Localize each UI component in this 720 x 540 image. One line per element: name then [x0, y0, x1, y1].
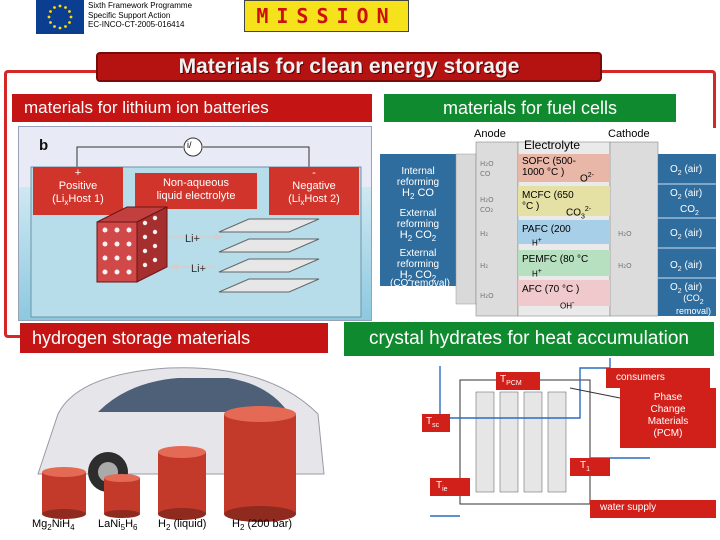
positive-formula: (LixHost 1) [52, 193, 104, 208]
mcfc-ion: CO32- [566, 206, 592, 221]
pafc-label: PAFC (200 [522, 224, 571, 235]
positive-host-crystal [96, 206, 168, 283]
lithium-battery-diagram: b i/ + Positive (LixHost 1) Non-aqueous … [18, 126, 372, 321]
tank-lani5h6 [104, 474, 140, 518]
phase-change-materials-label: Phase Change Materials (PCM) [647, 392, 689, 439]
pcm-graphic [422, 358, 716, 518]
section-fuel-cells: materials for fuel cells [384, 94, 676, 122]
svg-text:H₂: H₂ [480, 230, 488, 238]
cathode-label: Cathode [608, 128, 650, 140]
svg-text:H₂O: H₂O [480, 160, 494, 168]
negative-electrode-label: - Negative (LixHost 2) [269, 167, 359, 209]
afc-air: O2 (air) [670, 282, 703, 295]
section-crystal-hydrates: crystal hydrates for heat accumulation [344, 322, 714, 356]
programme-info: Sixth Framework Programme Specific Suppo… [88, 1, 192, 30]
programme-line-1: Sixth Framework Programme [88, 1, 193, 10]
co-removal-label: (CO removal) [389, 278, 450, 289]
electrolyte-label: Non-aqueous liquid electrolyte [135, 177, 257, 203]
pemfc-ion: H+ [532, 268, 542, 279]
h2-fuel-label: H2 [410, 300, 423, 315]
right-frame-line [596, 70, 716, 140]
car-tanks-graphic [37, 367, 325, 522]
svg-text:CO: CO [480, 170, 491, 178]
mcfc-co2: CO2 [680, 204, 699, 217]
positive-electrode-label: + Positive (LixHost 1) [33, 167, 123, 209]
pemfc-label: PEMFC (80 °C [522, 254, 589, 265]
label-h2-200bar: H2 (200 bar) [232, 518, 293, 533]
svg-text:H₂O: H₂O [480, 196, 494, 204]
pafc-ion: H+ [532, 237, 542, 248]
t-ie-label: Tie [436, 480, 448, 493]
sofc-air: O2 (air) [670, 164, 703, 177]
page-title: Materials for clean energy storage [178, 55, 520, 78]
positive-sign: + [74, 167, 82, 179]
label-lani5h6: LaNi5H6 [98, 518, 138, 533]
sofc-ion: O2- [580, 172, 595, 185]
internal-reforming-label: Internal reforming H2 CO [396, 166, 440, 202]
programme-line-3: EC-INCO-CT-2005-016414 [88, 20, 185, 29]
svg-text:CO₂: CO₂ [480, 206, 493, 214]
afc-ion: OH- [560, 300, 575, 311]
programme-line-2: Specific Support Action [88, 10, 171, 20]
sofc-label: SOFC (500-1000 °C ) [522, 156, 576, 178]
negative-sign: - [312, 167, 316, 179]
li-ion-label-top: Li+ [185, 233, 200, 245]
afc-label: AFC (70 °C ) [522, 284, 580, 295]
mcfc-label: MCFC (650°C ) [522, 190, 574, 212]
anode-label: Anode [474, 128, 506, 140]
svg-text:H₂: H₂ [480, 262, 488, 270]
main-title-box: Materials for clean energy storage [96, 52, 602, 82]
hydrogen-storage-illustration: Mg2NiH4 LaNi5H6 H2 (liquid) H2 (200 bar) [18, 354, 330, 536]
electrolyte-line-2: liquid electrolyte [156, 190, 236, 202]
pafc-air: O2 (air) [670, 228, 703, 241]
meter-label: i/ [187, 140, 192, 150]
tank-mg2nih4 [42, 467, 86, 519]
li-ion-label-bottom: Li+ [191, 263, 206, 275]
external-reforming-label-1: External reforming H2 CO2 [396, 208, 440, 244]
negative-host-layers [218, 218, 320, 293]
pemfc-air: O2 (air) [670, 260, 703, 273]
mcfc-air: O2 (air) [670, 188, 703, 201]
negative-formula: (LixHost 2) [288, 193, 340, 208]
fuel-cell-diagram: H₂O CO H₂O CO₂ H₂ H₂ H₂O H₂O H₂O Anode Elect… [380, 128, 716, 320]
svg-text:H₂O: H₂O [618, 262, 632, 270]
t-pcm-label: TPCM [500, 374, 522, 387]
t1-label: T1 [580, 460, 591, 473]
battery-diagram-graphic [30, 137, 362, 318]
tank-h2-liquid [158, 446, 206, 520]
section-lithium-batteries: materials for lithium ion batteries [12, 94, 372, 122]
positive-label: Positive [58, 180, 98, 192]
water-supply-label: water supply [600, 502, 657, 513]
svg-text:H₂O: H₂O [618, 230, 632, 238]
label-h2-liquid: H2 (liquid) [158, 518, 207, 533]
fuel-cell-graphic: H₂O CO H₂O CO₂ H₂ H₂ H₂O H₂O H₂O [380, 141, 716, 317]
tank-h2-200bar [224, 406, 296, 522]
electrolyte-line-1: Non-aqueous [162, 177, 230, 189]
t-sc-label: Tsc [426, 416, 440, 429]
panel-letter: b [39, 137, 49, 154]
external-reforming-label-2: External reforming H2 CO2 [396, 248, 440, 284]
negative-label: Negative [292, 180, 336, 192]
section-hydrogen-storage: hydrogen storage materials [20, 323, 328, 353]
electrolyte-label-fc: Electrolyte [524, 138, 581, 152]
mission-text: MISSION [256, 4, 397, 28]
label-mg2nih4: Mg2NiH4 [32, 518, 75, 533]
mission-logo: MISSION [244, 0, 409, 32]
consumers-label: consumers [616, 372, 665, 383]
eu-flag-logo [36, 0, 84, 34]
pcm-heat-accumulation-diagram: TPCM consumers Phase Change Materials (P… [420, 358, 718, 538]
svg-text:H₂O: H₂O [480, 292, 494, 300]
